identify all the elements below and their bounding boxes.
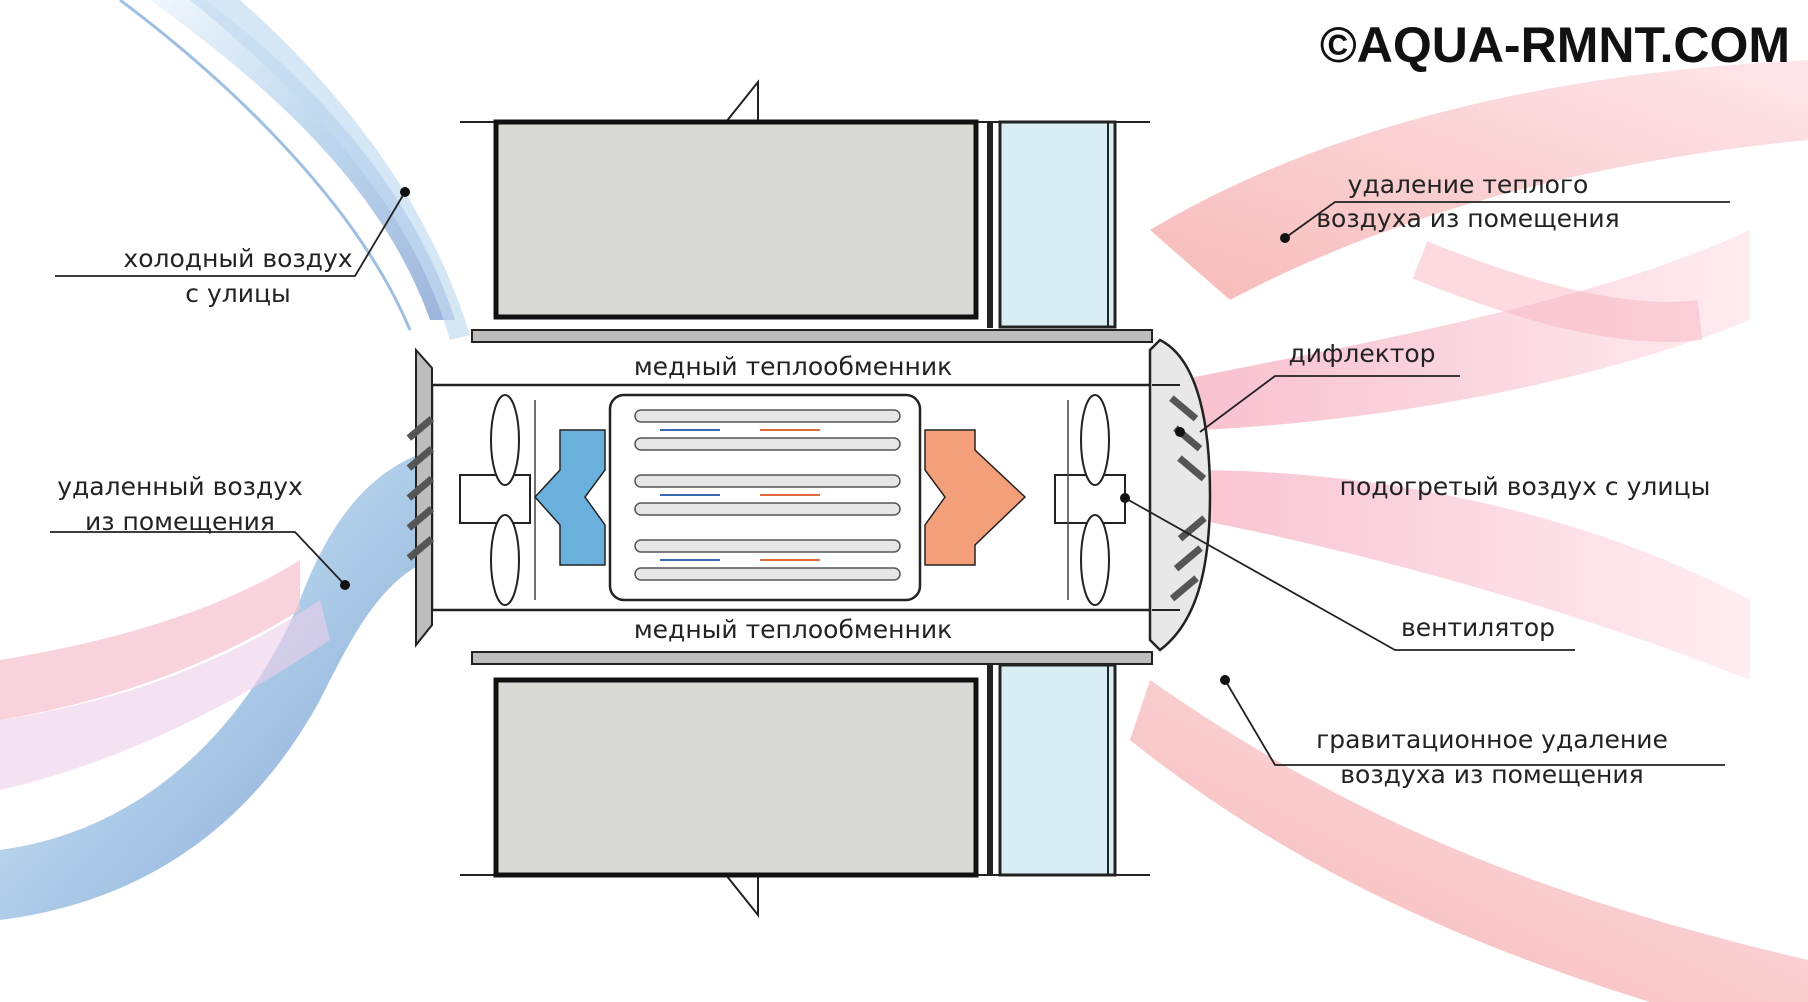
label-gravity-removal-line1: гравитационное удаление — [1316, 725, 1668, 754]
wall-top — [460, 79, 1150, 329]
fan-left — [459, 394, 536, 606]
label-copper-exchanger-top: медный теплообменник — [634, 352, 952, 381]
label-fan: вентилятор — [1401, 613, 1555, 642]
left-louvres — [406, 416, 435, 561]
exchanger-tubes — [634, 409, 901, 581]
label-warm-air-removal-line2: воздуха из помещения — [1316, 204, 1619, 233]
label-gravity-removal-line2: воздуха из помещения — [1340, 760, 1643, 789]
label-exhaust-air-line2: из помещения — [85, 507, 275, 536]
exhaust-air-stream-left — [0, 450, 430, 920]
fan-right — [1054, 394, 1126, 606]
warm-flow-arrow — [924, 429, 1027, 566]
heat-exchanger-core — [608, 393, 922, 602]
leader-lines — [50, 187, 1730, 766]
label-warm-air-removal-line1: удаление теплого — [1348, 170, 1589, 199]
cold-flow-arrow — [533, 429, 606, 566]
label-deflector: дифлектор — [1288, 339, 1435, 368]
label-copper-exchanger-bottom: медный теплообменник — [634, 615, 952, 644]
watermark: ©AQUA-RMNT.COM — [1320, 17, 1790, 73]
label-cold-air-line2: с улицы — [185, 279, 290, 308]
exchanger-flow-arrows — [660, 429, 820, 561]
warm-air-stream-right — [1130, 60, 1808, 1002]
wall-bottom — [460, 663, 1150, 918]
label-heated-air: подогретый воздух с улицы — [1340, 472, 1711, 501]
cold-air-stream — [119, 0, 470, 340]
label-cold-air-line1: холодный воздух — [123, 244, 352, 273]
label-exhaust-air-line1: удаленный воздух — [57, 472, 303, 501]
